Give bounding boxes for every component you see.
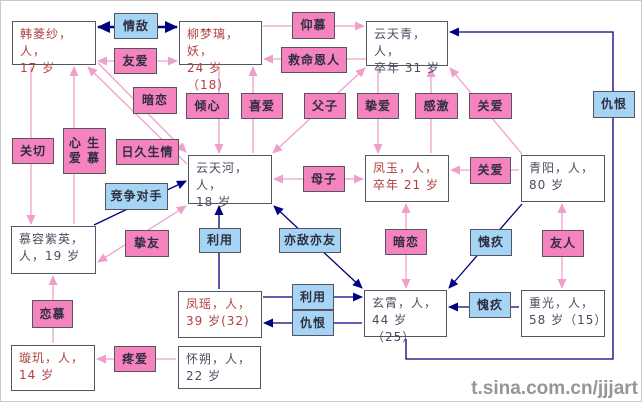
character-name: 重光，人， (529, 296, 595, 310)
character-box-liu-mengli: 柳梦璃，妖，24 岁（18） (179, 21, 262, 92)
relation-label-rijiu-shengqing: 日久生情 (116, 139, 179, 165)
relation-text: 挚友 (133, 236, 160, 250)
relation-label-zhiyou: 挚友 (125, 230, 169, 257)
character-box-murong-ziying: 慕容紫英， 人，19 岁 (11, 226, 96, 274)
relation-text: 爱 慕 (68, 151, 101, 165)
relation-text: 倾心 (194, 98, 221, 113)
relation-label-lianmu: 恋慕 (32, 300, 73, 328)
relation-text: 疼爱 (121, 351, 148, 366)
edge-chouhen-1 (405, 27, 614, 360)
relation-label-anlian-1: 暗恋 (133, 87, 177, 114)
character-age: 18 岁 (196, 195, 232, 209)
watermark-url: t.sina.com.cn/jjjart (471, 378, 638, 399)
relation-text: 友爱 (122, 53, 149, 68)
character-name: 韩菱纱，人， (20, 27, 73, 58)
relation-label-liyong-2: 利用 (292, 284, 334, 310)
relation-text: 暗恋 (392, 234, 419, 249)
character-box-feng-yao: 凤瑶，人， 39 岁(32) (178, 291, 262, 338)
character-box-yun-tianqing: 云天青，人， 卒年 31 岁 (366, 21, 448, 75)
character-name: 青阳，人， (529, 161, 595, 175)
relation-label-jingzheng-duishou: 竞争对手 (105, 183, 168, 210)
character-box-xuan-ji: 璇玑，人， 14 岁 (11, 345, 95, 391)
character-box-xuan-xiao: 玄霄，人， 44 岁（25） (364, 290, 447, 344)
relation-label-jiuming-enren: 救命恩人 (281, 47, 347, 73)
character-name: 柳梦璃，妖， (187, 27, 240, 58)
relation-text: 愧疚 (476, 297, 503, 312)
relation-label-ganji: 感激 (415, 93, 458, 119)
character-name: 玄霄，人， (372, 296, 438, 310)
relation-label-youren: 友人 (542, 230, 584, 257)
character-name: 云天河，人， (196, 161, 249, 192)
relation-text: 母子 (310, 171, 337, 186)
character-age: 17 岁 (20, 61, 56, 75)
character-age: 80 岁 (529, 178, 565, 192)
character-age: 44 岁（25） (372, 313, 416, 344)
relation-text: 挚爱 (364, 98, 391, 113)
relation-text: 日久生情 (121, 144, 174, 159)
character-age: 人，19 岁 (19, 249, 81, 263)
character-name: 凤玉，人， (373, 161, 439, 175)
relation-text: 关爱 (477, 163, 504, 177)
relation-text: 友人 (549, 236, 576, 250)
relation-text: 仰慕 (300, 18, 327, 32)
relation-text: 心 生 (68, 136, 101, 150)
relation-text: 喜爱 (248, 98, 275, 113)
character-age: 24 岁（18） (187, 61, 231, 92)
character-box-huai-shuo: 怀朔，人， 22 岁 (178, 346, 261, 389)
relation-label-chouhen-2: 仇恨 (292, 310, 334, 336)
relation-text: 情敌 (122, 18, 149, 33)
relation-label-kuijiu-1: 愧疚 (470, 229, 512, 256)
character-name: 璇玑，人， (19, 351, 85, 365)
relation-text: 亦敌亦友 (283, 233, 336, 247)
character-box-chong-guang: 重光，人， 58 岁（15） (521, 290, 608, 337)
character-box-han-lingsha: 韩菱纱，人， 17 岁 (12, 21, 96, 75)
relation-label-xiai: 喜爱 (241, 93, 283, 119)
relation-label-xinsheng-aimu: 心 生爱 慕 (63, 128, 106, 174)
relation-label-chouhen-1: 仇恨 (593, 91, 635, 118)
character-age: 22 岁 (186, 369, 222, 383)
relation-label-liyong-1: 利用 (199, 228, 241, 253)
relation-label-qingdi: 情敌 (114, 13, 158, 39)
relation-text: 感激 (423, 98, 450, 113)
relation-text: 恋慕 (39, 306, 66, 321)
relation-label-youai: 友爱 (114, 48, 157, 74)
relation-text: 竞争对手 (110, 189, 163, 203)
relation-label-kuijiu-2: 愧疚 (469, 292, 511, 318)
relation-text: 暗恋 (141, 93, 168, 107)
relation-text: 救命恩人 (287, 52, 340, 67)
relation-label-guanai-2: 关爱 (470, 157, 511, 184)
character-age: 58 岁（15） (529, 313, 608, 327)
character-name: 怀朔，人， (186, 352, 252, 366)
relation-text: 仇恨 (600, 97, 627, 111)
relation-text: 愧疚 (477, 235, 504, 249)
character-name: 慕容紫英， (19, 232, 85, 246)
relation-text: 利用 (206, 233, 233, 247)
relation-label-qingxin: 倾心 (186, 93, 229, 119)
relation-text: 关切 (19, 143, 46, 158)
character-name: 凤瑶，人， (186, 297, 252, 311)
relation-label-guanqie: 关切 (12, 138, 54, 164)
relation-label-fuzi: 父子 (304, 93, 346, 119)
relation-label-anlian-2: 暗恋 (385, 229, 427, 255)
relation-label-tengai: 疼爱 (114, 346, 156, 372)
relation-label-zhiai: 挚爱 (357, 93, 399, 119)
relation-label-guanai-1: 关爱 (469, 93, 512, 119)
character-age: 卒年 31 岁 (374, 61, 440, 75)
character-box-feng-yu: 凤玉，人， 卒年 21 岁 (365, 155, 449, 202)
relation-label-yidi-yiyou: 亦敌亦友 (279, 228, 341, 253)
character-box-yun-tianhe: 云天河，人， 18 岁 (188, 155, 272, 209)
character-name: 云天青，人， (374, 27, 427, 58)
relation-label-muzi: 母子 (303, 166, 345, 192)
character-age: 39 岁(32) (186, 314, 250, 328)
relation-text: 父子 (311, 98, 338, 113)
character-box-qing-yang: 青阳，人， 80 岁 (521, 155, 605, 202)
relation-label-yangmu: 仰慕 (292, 12, 335, 39)
relation-text: 关爱 (477, 98, 504, 113)
relation-text: 利用 (299, 289, 326, 304)
character-age: 卒年 21 岁 (373, 178, 439, 192)
character-age: 14 岁 (19, 368, 55, 382)
relation-text: 仇恨 (299, 315, 326, 330)
